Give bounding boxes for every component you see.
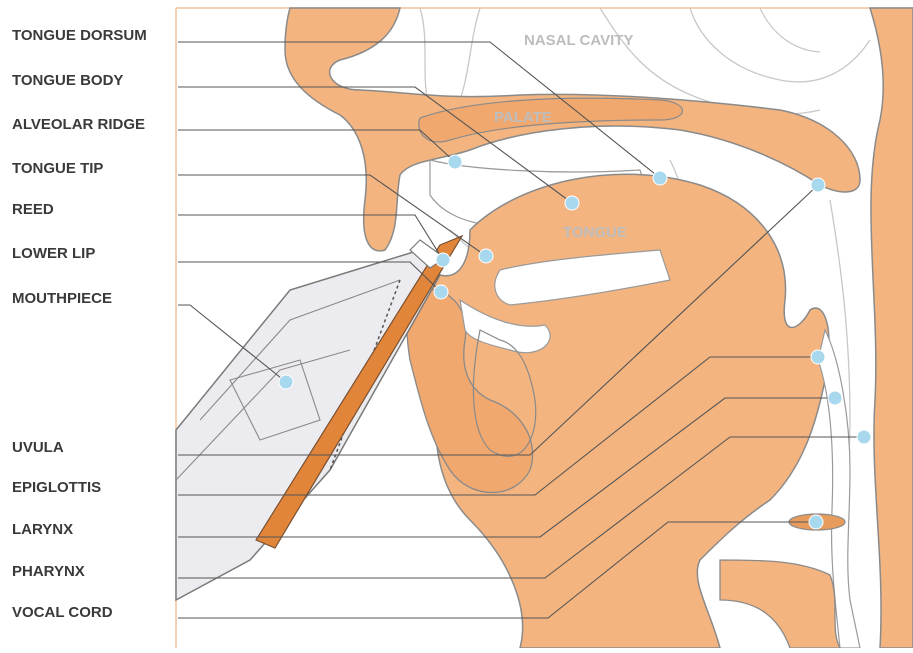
marker-vocal-cord <box>809 515 823 529</box>
label-mouthpiece: MOUTHPIECE <box>12 290 112 308</box>
label-vocal-cord: VOCAL CORD <box>12 604 113 622</box>
label-epiglottis: EPIGLOTTIS <box>12 479 101 497</box>
marker-tongue-tip <box>479 249 493 263</box>
marker-alveolar-ridge <box>448 155 462 169</box>
label-tongue-dorsum: TONGUE DORSUM <box>12 27 147 45</box>
label-larynx: LARYNX <box>12 521 73 539</box>
label-reed: REED <box>12 201 54 219</box>
marker-pharynx <box>857 430 871 444</box>
marker-larynx <box>828 391 842 405</box>
neck-front <box>720 560 840 648</box>
region-tongue: TONGUE <box>563 224 627 241</box>
label-uvula: UVULA <box>12 439 64 457</box>
label-alveolar-ridge: ALVEOLAR RIDGE <box>12 116 145 134</box>
label-tongue-body: TONGUE BODY <box>12 72 123 90</box>
marker-uvula <box>811 178 825 192</box>
region-nasal-cavity: NASAL CAVITY <box>524 32 633 49</box>
marker-tongue-dorsum <box>653 171 667 185</box>
neck-back <box>870 8 913 648</box>
mouthpiece-shape <box>176 250 440 600</box>
label-lower-lip: LOWER LIP <box>12 245 95 263</box>
label-pharynx: PHARYNX <box>12 563 85 581</box>
region-palate: PALATE <box>494 109 552 126</box>
marker-lower-lip <box>434 285 448 299</box>
label-tongue-tip: TONGUE TIP <box>12 160 103 178</box>
marker-epiglottis <box>811 350 825 364</box>
leader-reed <box>178 215 443 260</box>
marker-reed <box>436 253 450 267</box>
marker-tongue-body <box>565 196 579 210</box>
marker-mouthpiece <box>279 375 293 389</box>
